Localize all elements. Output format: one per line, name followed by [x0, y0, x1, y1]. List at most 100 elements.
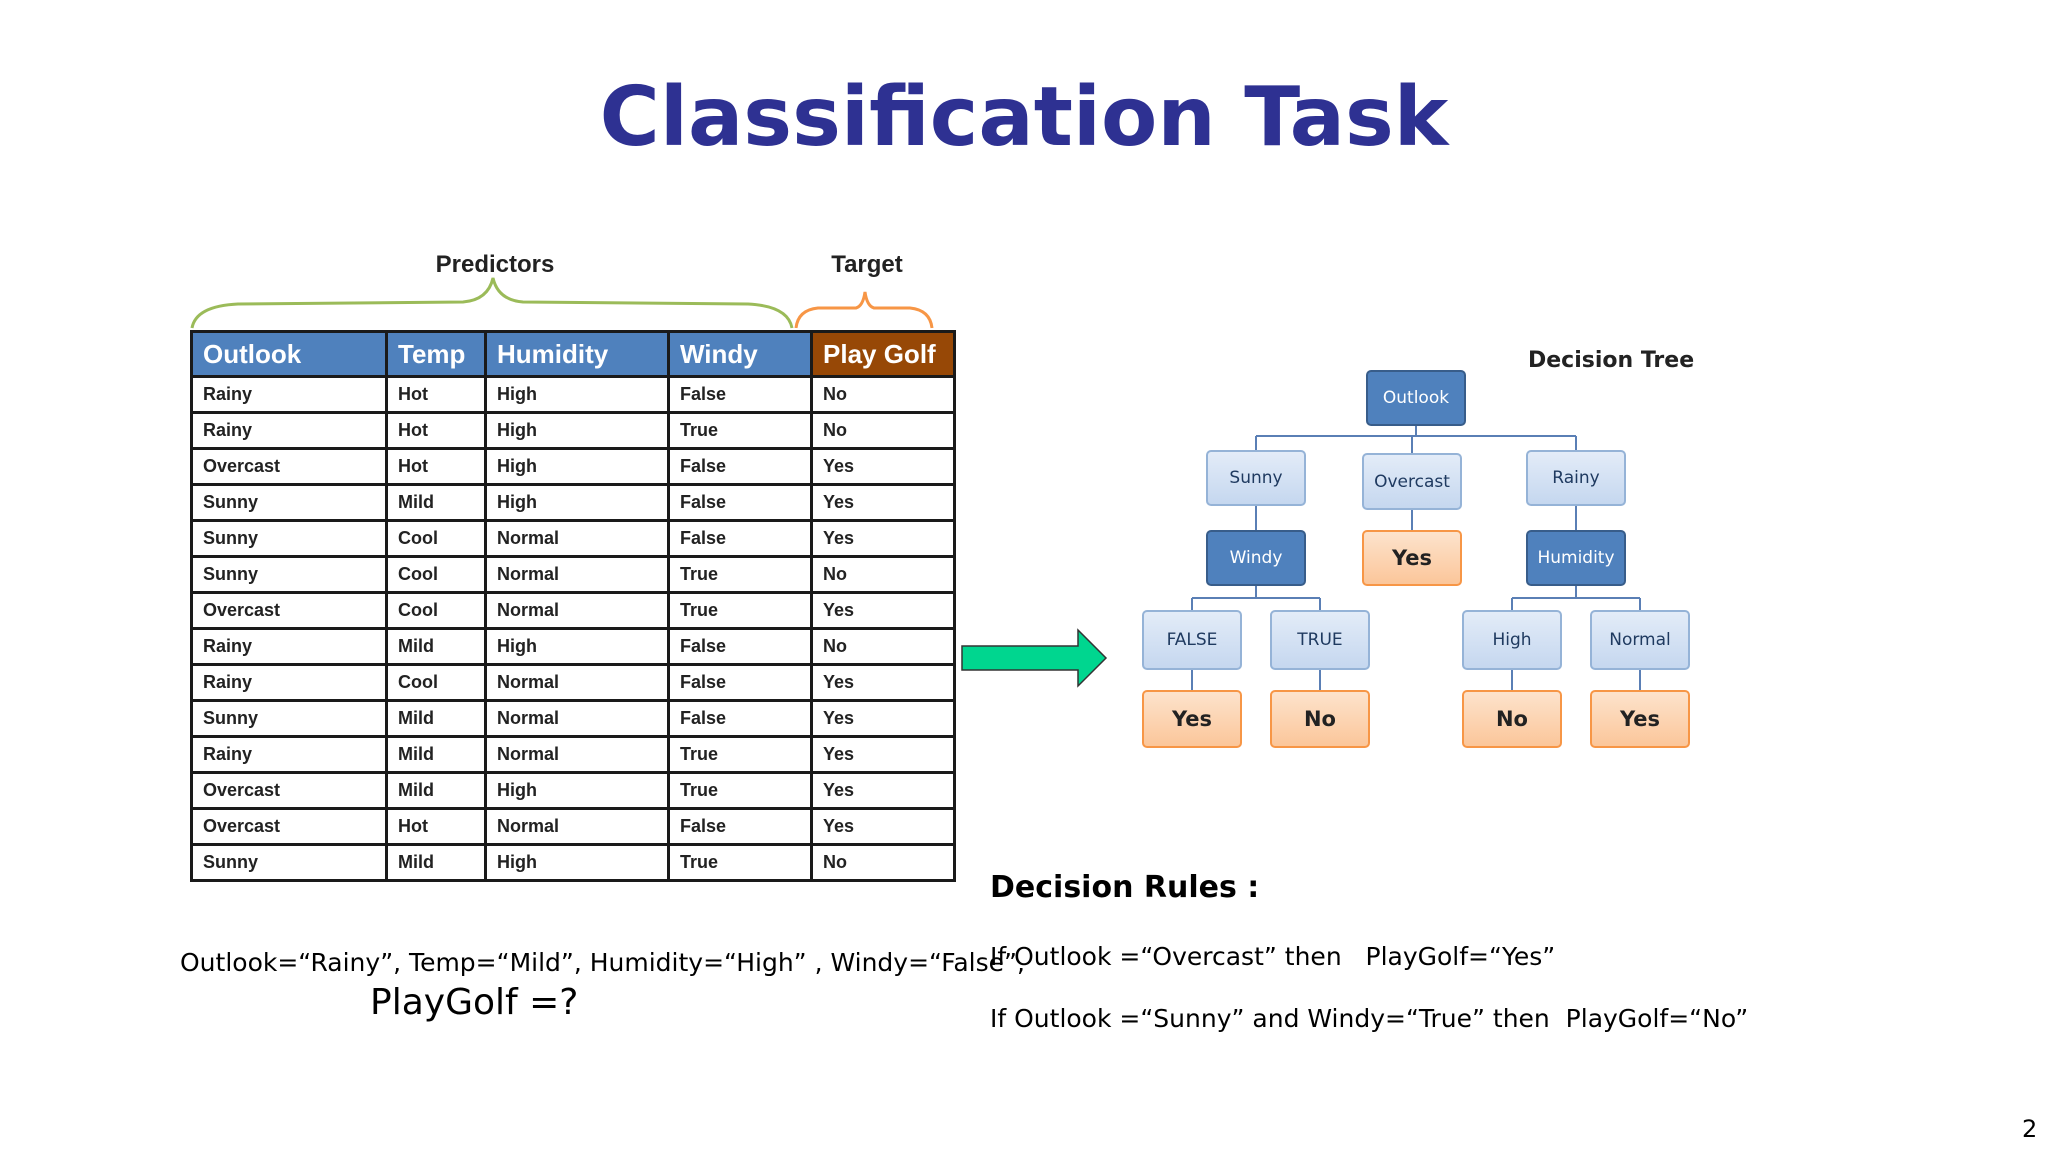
cell: Mild: [385, 627, 487, 666]
header-temp: Temp: [385, 330, 487, 378]
cell: Sunny: [190, 519, 388, 558]
cell: False: [667, 699, 813, 738]
cell: Sunny: [190, 483, 388, 522]
cell: Sunny: [190, 843, 388, 882]
tree-node-high: High: [1462, 610, 1562, 670]
cell: Yes: [810, 735, 956, 774]
cell: Cool: [385, 555, 487, 594]
decision-rule-1: If Outlook =“Overcast” then PlayGolf=“Ye…: [990, 942, 1556, 971]
cell: Mild: [385, 699, 487, 738]
cell: Rainy: [190, 627, 388, 666]
decision-rules-title: Decision Rules :: [990, 870, 1260, 905]
cell: High: [484, 843, 670, 882]
cell: Yes: [810, 483, 956, 522]
tree-leaf-false-yes: Yes: [1142, 690, 1242, 748]
cell: Mild: [385, 843, 487, 882]
predictors-label: Predictors: [435, 251, 555, 278]
slide-title: Classification Task: [599, 70, 1449, 165]
cell: No: [810, 843, 956, 882]
cell: Normal: [484, 591, 670, 630]
play-golf-table: Outlook Temp Humidity Windy Play Golf Ra…: [190, 330, 956, 882]
cell: Overcast: [190, 807, 388, 846]
cell: True: [667, 771, 813, 810]
tree-connectors: [1191, 426, 1641, 690]
cell: Rainy: [190, 663, 388, 702]
cell: No: [810, 627, 956, 666]
cell: High: [484, 771, 670, 810]
cell: True: [667, 591, 813, 630]
cell: False: [667, 519, 813, 558]
tree-node-rainy: Rainy: [1526, 450, 1626, 506]
cell: Yes: [810, 519, 956, 558]
tree-node-outlook: Outlook: [1366, 370, 1466, 426]
cell: Sunny: [190, 555, 388, 594]
tree-leaf-normal-yes: Yes: [1590, 690, 1690, 748]
brace-decoration: [190, 277, 934, 329]
cell: Hot: [385, 375, 487, 414]
tree-leaf-high-no: No: [1462, 690, 1562, 748]
cell: Hot: [385, 411, 487, 450]
cell: False: [667, 375, 813, 414]
cell: True: [667, 555, 813, 594]
decision-rule-2: If Outlook =“Sunny” and Windy=“True” the…: [990, 1004, 1749, 1033]
header-outlook: Outlook: [190, 330, 388, 378]
tree-node-sunny: Sunny: [1206, 450, 1306, 506]
cell: High: [484, 483, 670, 522]
cell: Mild: [385, 735, 487, 774]
cell: Yes: [810, 699, 956, 738]
cell: Overcast: [190, 591, 388, 630]
cell: True: [667, 735, 813, 774]
header-play-golf: Play Golf: [810, 330, 956, 378]
cell: Yes: [810, 447, 956, 486]
cell: Normal: [484, 519, 670, 558]
header-windy: Windy: [667, 330, 813, 378]
cell: No: [810, 555, 956, 594]
cell: False: [667, 483, 813, 522]
tree-node-windy: Windy: [1206, 530, 1306, 586]
cell: Mild: [385, 483, 487, 522]
cell: High: [484, 411, 670, 450]
cell: Normal: [484, 735, 670, 774]
cell: Yes: [810, 807, 956, 846]
tree-node-overcast: Overcast: [1362, 453, 1462, 510]
cell: Yes: [810, 591, 956, 630]
cell: Normal: [484, 663, 670, 702]
header-humidity: Humidity: [484, 330, 670, 378]
predictors-brace: [190, 277, 794, 329]
query-question: PlayGolf =?: [370, 982, 579, 1023]
cell: Normal: [484, 555, 670, 594]
cell: False: [667, 663, 813, 702]
cell: False: [667, 807, 813, 846]
cell: High: [484, 627, 670, 666]
table-header-row: Outlook Temp Humidity Windy Play Golf: [190, 330, 956, 378]
right-arrow-icon: [961, 628, 1108, 688]
target-label: Target: [831, 251, 903, 278]
tree-node-normal: Normal: [1590, 610, 1690, 670]
cell: No: [810, 375, 956, 414]
cell: Hot: [385, 807, 487, 846]
cell: High: [484, 375, 670, 414]
cell: False: [667, 627, 813, 666]
page-number: 2: [2022, 1115, 2038, 1143]
tree-node-false: FALSE: [1142, 610, 1242, 670]
cell: True: [667, 411, 813, 450]
cell: No: [810, 411, 956, 450]
cell: True: [667, 843, 813, 882]
cell: Hot: [385, 447, 487, 486]
tree-node-true: TRUE: [1270, 610, 1370, 670]
cell: Yes: [810, 663, 956, 702]
